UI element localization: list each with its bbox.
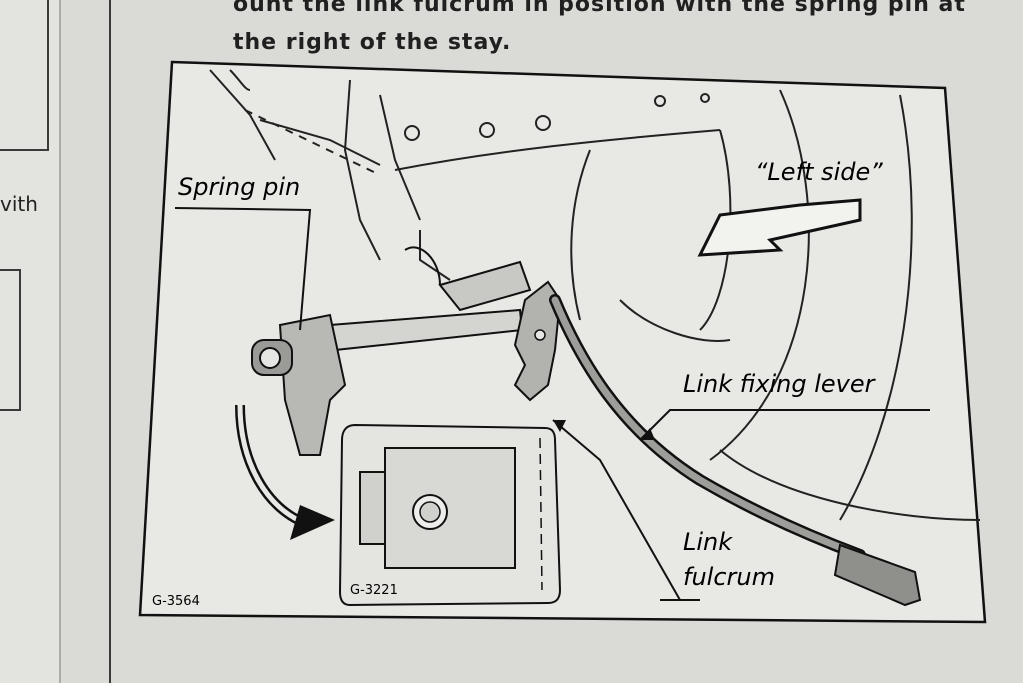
label-link: Link [683, 528, 733, 556]
link-fulcrum [513, 280, 562, 402]
instruction-line-2: the right of the stay. [233, 30, 512, 55]
link-fixing-lever [549, 294, 922, 607]
label-spring-pin: Spring pin [178, 173, 300, 201]
figure-code-main: G-3564 [152, 594, 200, 609]
spring-coil [438, 260, 532, 312]
vehicle-structure [209, 69, 981, 521]
spring-pin-assembly [251, 313, 347, 456]
label-fulcrum: fulcrum [683, 563, 775, 591]
left-page-box-2 [0, 269, 21, 411]
inset-detail [338, 423, 562, 607]
leader-lines [174, 207, 930, 601]
left-side-arrow-icon [697, 198, 862, 257]
rotation-arrow-icon [235, 404, 335, 540]
instruction-line-1: ount the link fulcrum in position with t… [233, 0, 966, 17]
bolt-holes [404, 93, 710, 141]
lever-grip [833, 543, 922, 607]
label-left-side: “Left side” [755, 158, 883, 186]
left-page-text-fragment: vith [0, 192, 38, 216]
figure-code-inset: G-3221 [350, 583, 398, 598]
left-page-box [0, 0, 49, 151]
label-link-fixing-lever: Link fixing lever [683, 370, 877, 398]
dashed-leader [244, 109, 381, 176]
